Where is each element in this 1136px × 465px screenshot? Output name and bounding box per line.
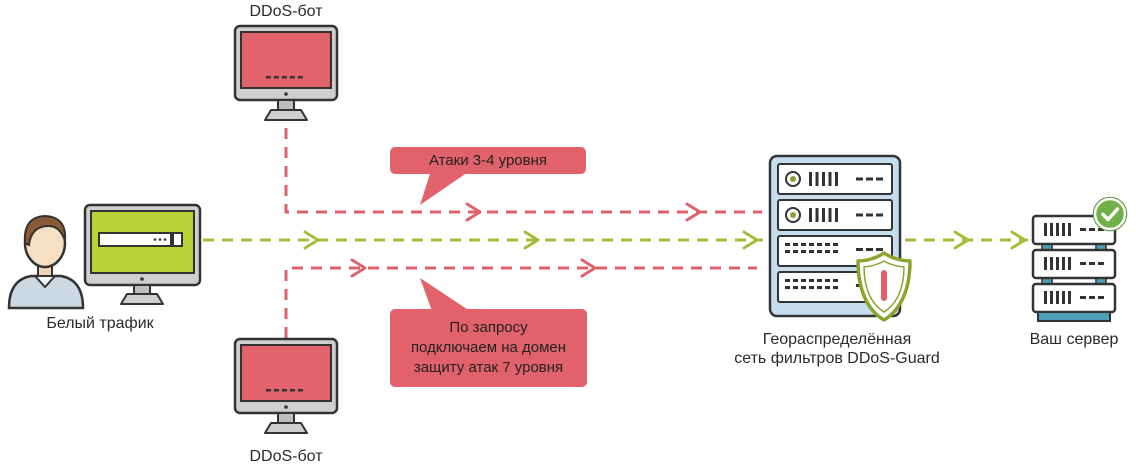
clean-arrowheads xyxy=(303,230,1027,250)
check-icon xyxy=(1092,196,1128,232)
callout-level-7-protection: По запросу подключаем на домен защиту ат… xyxy=(390,278,587,387)
server-stack-icon xyxy=(1031,214,1117,322)
filter-network-label: Геораспределённая сеть фильтров DDoS-Gua… xyxy=(727,330,947,368)
ddos-bot-top xyxy=(233,24,339,124)
attack-arrowheads xyxy=(350,202,702,278)
ddos-bot-top-label: DDoS-бот xyxy=(249,3,323,20)
infected-monitor-icon xyxy=(233,337,339,434)
infected-monitor-icon xyxy=(233,24,339,121)
filter-network-label-line1: Геораспределённая xyxy=(762,331,912,348)
callout-l7-line3: защиту атак 7 уровня xyxy=(413,359,564,376)
ddos-bot-bottom-label: DDoS-бот xyxy=(249,448,323,465)
person-icon xyxy=(7,214,85,310)
callout-l7-line2: подключаем на домен xyxy=(410,339,567,356)
status-ok xyxy=(1092,196,1128,232)
attack-traffic-arrows xyxy=(284,128,762,338)
your-server-label: Ваш сервер xyxy=(1029,331,1119,348)
filter-network-label-line2: сеть фильтров DDoS-Guard xyxy=(734,350,940,367)
ddos-bot-bottom xyxy=(233,337,339,437)
shield-icon xyxy=(856,251,912,322)
user-with-monitor-icon xyxy=(7,203,202,310)
white-traffic-label: Белый трафик xyxy=(46,315,154,332)
shield xyxy=(852,249,916,325)
clean-monitor-icon xyxy=(83,203,202,305)
white-traffic xyxy=(5,195,205,310)
your-server xyxy=(1028,212,1120,324)
callout-l7-line1: По запросу xyxy=(449,319,528,336)
callout-attacks-text: Атаки 3-4 уровня xyxy=(428,151,548,169)
callout-attacks-level-3-4: Атаки 3-4 уровня xyxy=(390,147,586,205)
